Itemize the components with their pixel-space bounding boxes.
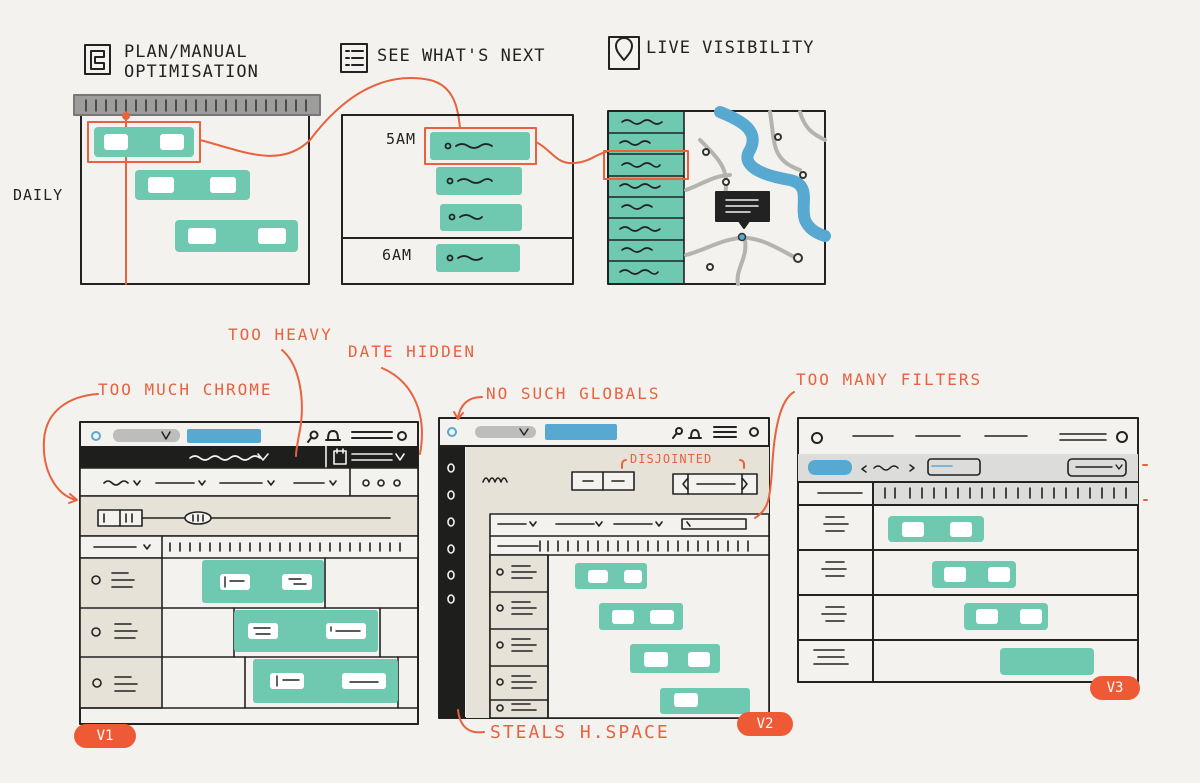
plan-panel [73, 94, 321, 285]
v1-bar-3 [253, 659, 398, 703]
layout-icon [84, 44, 111, 75]
calendar-icon [333, 448, 347, 465]
v3-bar-4 [1000, 648, 1094, 675]
badge-v2: V2 [737, 712, 793, 736]
arrow-no-such-globals [453, 396, 483, 420]
bell-icon [325, 430, 341, 441]
note-steals-space: STEALS H.SPACE [490, 722, 670, 743]
arrow-too-heavy [281, 349, 303, 457]
title-next: SEE WHAT'S NEXT [377, 46, 546, 66]
connector-next-to-live [535, 141, 607, 165]
v3-mock [797, 417, 1139, 683]
arrow-too-much-chrome [42, 393, 99, 504]
next-panel [341, 114, 574, 285]
next-bar-2 [436, 167, 522, 195]
v1-bar-2 [234, 610, 378, 652]
title-plan: PLAN/MANUAL OPTIMISATION [124, 42, 259, 82]
note-too-many-filters: TOO MANY FILTERS [796, 370, 983, 389]
next-bar-4 [436, 244, 520, 272]
badge-v1: V1 [74, 724, 136, 748]
badge-v3: V3 [1090, 676, 1140, 700]
time-label-5am: 5AM [386, 130, 417, 148]
v2-bar-4 [660, 688, 750, 714]
v1-bar-1 [202, 560, 324, 603]
arrow-too-many-filters [754, 391, 795, 519]
note-too-much-chrome: TOO MUCH CHROME [98, 380, 273, 399]
arrow-date-hidden [381, 367, 423, 455]
list-icon [340, 43, 368, 73]
arrow-steals-space [457, 709, 485, 734]
title-plan-line-2: OPTIMISATION [124, 62, 259, 82]
v2-sidebar [439, 447, 465, 718]
time-label-6am: 6AM [382, 246, 413, 264]
bracket-disjointed [621, 459, 745, 469]
note-no-such-globals: NO SUCH GLOBALS [486, 384, 661, 403]
title-live: LIVE VISIBILITY [646, 38, 815, 58]
note-disjointed: DISJOINTED [630, 452, 713, 466]
live-map [684, 106, 831, 286]
search-icon [307, 430, 319, 443]
location-pin-icon [608, 36, 640, 70]
note-too-heavy: TOO HEAVY [228, 325, 333, 344]
connector-plan-to-next [199, 77, 461, 157]
title-plan-line-1: PLAN/MANUAL [124, 42, 248, 62]
note-date-hidden: DATE HIDDEN [348, 342, 476, 361]
row-label-daily: DAILY [13, 186, 64, 204]
